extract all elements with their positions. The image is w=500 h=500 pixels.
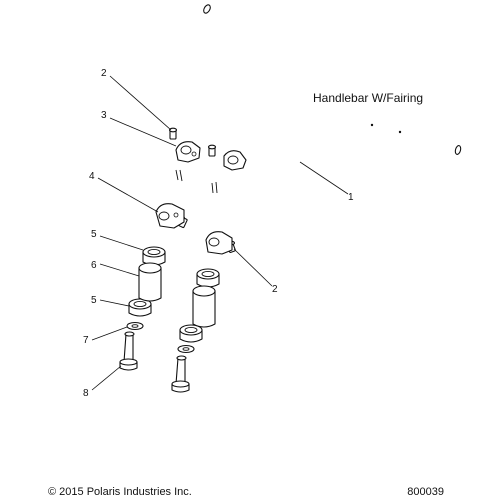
callout-7: 7 <box>83 335 89 346</box>
bolt <box>119 331 190 393</box>
bushing <box>128 246 220 343</box>
callout-4: 4 <box>89 171 95 182</box>
callout-2: 2 <box>101 68 107 79</box>
callout-6: 6 <box>91 260 97 271</box>
diagram-title: Handlebar W/Fairing <box>313 91 423 105</box>
callout-8: 8 <box>83 388 89 399</box>
spacer-tube <box>138 262 216 328</box>
copyright-text: © 2015 Polaris Industries Inc. <box>48 486 192 498</box>
callout-2-lower: 2 <box>272 284 278 295</box>
callout-5-lower: 5 <box>91 295 97 306</box>
callout-1: 1 <box>348 192 354 203</box>
upper-clamp <box>175 141 247 171</box>
lower-riser <box>155 203 233 255</box>
leader-lines <box>91 75 349 391</box>
drawing-number: 800039 <box>407 486 444 498</box>
callout-5: 5 <box>91 229 97 240</box>
washer <box>126 321 195 354</box>
callout-3: 3 <box>101 110 107 121</box>
